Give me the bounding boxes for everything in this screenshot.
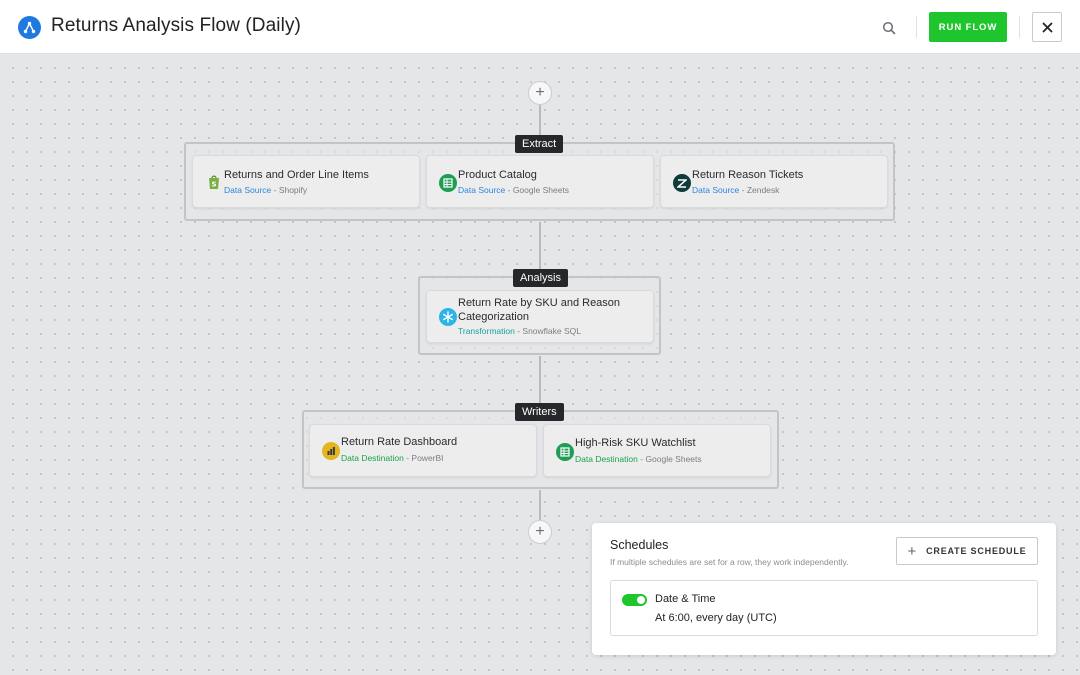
connector-line [539,222,541,270]
schedule-item-title: Date & Time [655,593,716,605]
card-service: Zendesk [746,185,780,195]
run-flow-button[interactable]: RUN FLOW [929,12,1007,42]
schedules-panel: Schedules If multiple schedules are set … [592,523,1056,655]
card-separator: - [505,185,513,195]
snowflake-icon [439,308,457,326]
card-title: Return Rate by SKU and Reason Categoriza… [458,297,621,323]
connector-line [539,356,541,404]
page-title: Returns Analysis Flow (Daily) [51,15,301,36]
card-type: Data Source [224,185,272,195]
connector-line [539,490,541,520]
card-type: Data Destination [575,454,638,464]
schedule-item[interactable]: Date & Time At 6:00, every day (UTC) [610,580,1038,636]
card-subtitle: Data Destination - Google Sheets [575,454,702,464]
card-subtitle: Data Destination - PowerBI [341,453,444,463]
close-icon [1042,22,1052,32]
extract-group-label: Extract [515,135,564,153]
card-high-risk-sku-watchlist[interactable]: High-Risk SKU Watchlist Data Destination… [543,424,771,477]
card-service: Shopify [278,185,308,195]
card-service: Google Sheets [645,454,702,464]
card-returns-order-line-items[interactable]: S Returns and Order Line Items Data Sour… [192,155,420,208]
connector-line [539,105,541,135]
plus-icon: + [907,542,918,560]
card-product-catalog[interactable]: Product Catalog Data Source - Google She… [426,155,654,208]
card-separator: - [403,453,412,463]
card-separator: - [514,326,523,336]
header-divider [1019,16,1020,38]
card-subtitle: Data Source - Shopify [224,185,307,195]
card-separator: - [739,185,747,195]
svg-text:S: S [211,181,216,189]
schedules-hint: If multiple schedules are set for a row,… [610,557,849,567]
card-separator: - [271,185,279,195]
card-service: PowerBI [411,453,444,463]
card-title: Product Catalog [458,169,537,181]
toggle-knob [637,596,645,604]
card-type: Transformation [458,326,515,336]
header-divider [916,16,917,38]
card-separator: - [637,454,646,464]
card-type: Data Destination [341,453,404,463]
card-return-rate-dashboard[interactable]: Return Rate Dashboard Data Destination -… [309,424,537,477]
search-icon [882,21,896,35]
card-subtitle: Transformation - Snowflake SQL [458,326,581,336]
schedule-toggle[interactable] [622,594,647,606]
card-service: Google Sheets [512,185,570,195]
close-button[interactable] [1032,12,1062,42]
card-type: Data Source [458,185,506,195]
powerbi-icon [322,442,340,460]
add-step-button-top[interactable]: + [528,81,552,105]
card-title: Return Rate Dashboard [341,436,458,448]
header-bar: Returns Analysis Flow (Daily) RUN FLOW [0,0,1080,54]
card-type: Data Source [692,185,740,195]
google-sheets-icon [439,174,457,192]
flow-logo-icon [18,16,41,39]
create-schedule-label: CREATE SCHEDULE [926,546,1027,556]
card-title: Return Reason Tickets [692,169,804,181]
card-title: High-Risk SKU Watchlist [575,437,696,449]
search-button[interactable] [878,17,900,39]
analysis-group-label: Analysis [513,269,568,287]
zendesk-icon [673,174,691,192]
writers-group-label: Writers [515,403,564,421]
card-service: Snowflake SQL [522,326,581,336]
card-subtitle: Data Source - Zendesk [692,185,779,195]
shopify-icon: S [205,173,223,191]
flow-canvas[interactable]: + + Extract S Returns and Order Line Ite… [0,55,1080,675]
create-schedule-button[interactable]: + CREATE SCHEDULE [896,537,1038,565]
schedules-title: Schedules [610,538,669,552]
card-return-reason-tickets[interactable]: Return Reason Tickets Data Source - Zend… [660,155,888,208]
card-subtitle: Data Source - Google Sheets [458,185,569,195]
card-title: Returns and Order Line Items [224,169,369,181]
schedule-item-description: At 6:00, every day (UTC) [655,612,777,624]
google-sheets-icon [556,443,574,461]
add-step-button-bottom[interactable]: + [528,520,552,544]
card-return-rate-by-sku[interactable]: Return Rate by SKU and Reason Categoriza… [426,290,654,343]
